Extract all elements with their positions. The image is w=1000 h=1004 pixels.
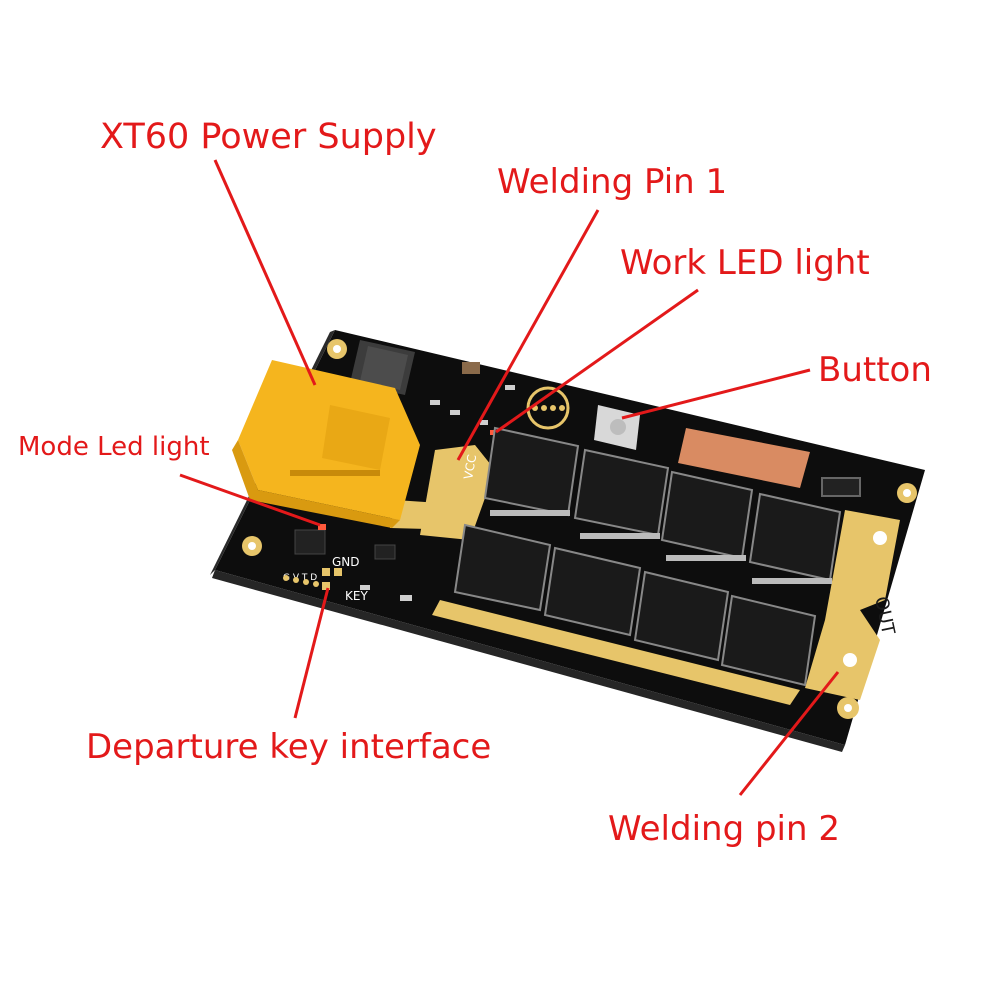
header-pads	[283, 568, 342, 590]
callout-xt60-power-supply: XT60 Power Supply	[100, 117, 437, 157]
mounting-holes	[242, 339, 917, 719]
gold-bus-traces	[390, 445, 900, 705]
mode-led	[318, 524, 326, 530]
silk-key: KEY	[345, 589, 368, 603]
callout-work-led-light: Work LED light	[620, 243, 870, 283]
welding-pin-2-hole	[843, 653, 857, 667]
copper-pad	[678, 428, 810, 488]
callout-line-pin1	[456, 209, 600, 461]
callout-lines	[179, 159, 840, 796]
callout-line-xt60	[213, 159, 317, 386]
mosfet-array	[453, 426, 842, 687]
silk-vcc: VCC	[461, 454, 479, 481]
callout-welding-pin-2: Welding pin 2	[608, 809, 840, 849]
silk-gnd: GND	[332, 555, 360, 569]
callout-departure-key-interface: Departure key interface	[86, 727, 492, 767]
callout-welding-pin-1: Welding Pin 1	[497, 162, 728, 202]
voltage-regulator	[350, 340, 415, 395]
welding-pin-2-top-hole	[873, 531, 887, 545]
xt60-connector	[232, 360, 420, 528]
callout-line-departure	[293, 587, 330, 719]
callout-mode-led-light: Mode Led light	[18, 432, 210, 462]
callout-line-button	[621, 368, 811, 420]
smd-components	[294, 362, 861, 601]
callout-line-mode-led	[179, 473, 321, 527]
silk-header-pins: G V T D	[283, 573, 317, 583]
callout-button: Button	[818, 350, 932, 390]
callout-line-pin2	[738, 671, 840, 796]
callout-line-work-led	[495, 288, 699, 434]
